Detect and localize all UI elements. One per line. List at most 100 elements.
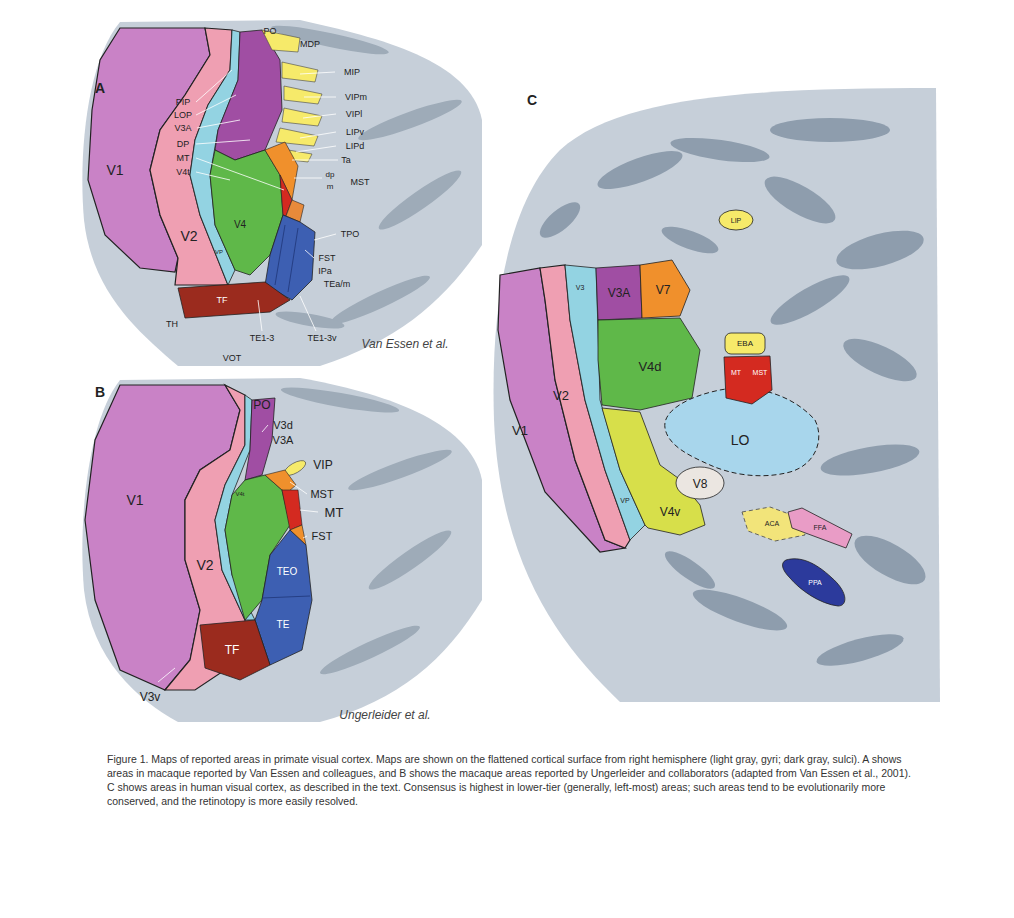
- area-label: V3A: [608, 287, 631, 299]
- area-label: VP: [620, 497, 629, 504]
- area-ppa: [783, 559, 845, 606]
- area-label: TF: [225, 644, 240, 656]
- area-label: V2: [196, 558, 213, 572]
- sulcus: [838, 330, 922, 389]
- area-v8: [676, 467, 724, 499]
- area-label: V7: [656, 284, 671, 296]
- area-label: FST: [319, 254, 336, 263]
- leader-line: [262, 425, 268, 432]
- area-label: V3v: [140, 691, 161, 703]
- area-label: VIPm: [345, 93, 367, 102]
- sulcus: [819, 439, 922, 482]
- leader-line: [300, 296, 316, 331]
- leader-line: [305, 250, 314, 258]
- sulci: [280, 383, 456, 681]
- area-label: V3A: [273, 435, 294, 446]
- area-label: V3: [576, 284, 585, 291]
- area-label: FFA: [814, 524, 827, 531]
- area-tf: [178, 282, 290, 318]
- area-label: MIP: [344, 68, 360, 77]
- sulcus: [765, 267, 855, 333]
- boundary: [262, 596, 310, 598]
- area-patch: [282, 108, 322, 126]
- area-label: TE: [277, 620, 290, 630]
- area-patch: [284, 86, 322, 104]
- leader-line: [300, 510, 318, 512]
- sulcus: [280, 383, 401, 418]
- leader-line: [303, 536, 307, 538]
- area-label: V4v: [660, 506, 681, 518]
- area-label: MT: [325, 506, 344, 519]
- leader-line: [196, 140, 250, 144]
- area-label: V3A: [174, 124, 191, 133]
- sulcus: [317, 620, 423, 681]
- area-label: FST: [312, 531, 333, 542]
- panel-letter: C: [527, 93, 537, 107]
- area-label: MST: [310, 489, 333, 500]
- figure-caption: Figure 1. Maps of reported areas in prim…: [107, 752, 919, 808]
- leader-line: [294, 178, 322, 179]
- area-label: MT: [177, 154, 190, 163]
- sulcus: [274, 308, 345, 332]
- area-label: TE1-3: [250, 334, 275, 343]
- area-label: TPO: [341, 230, 360, 239]
- sulcus: [814, 628, 907, 673]
- sulcus: [659, 221, 722, 258]
- area-label: VIP: [313, 459, 332, 471]
- area-mt-mst: [724, 356, 772, 404]
- area-label: MT: [731, 369, 741, 376]
- leader-lines: [196, 70, 338, 331]
- area-eba: [725, 333, 765, 354]
- area-label: LIPv: [346, 128, 364, 137]
- area-label: TEa/m: [324, 280, 351, 289]
- leader-line: [300, 72, 335, 74]
- area-patch: [282, 62, 318, 82]
- sulcus: [356, 94, 465, 147]
- area-boundaries: [275, 225, 298, 292]
- sulcus: [534, 196, 585, 243]
- panel-letter: B: [95, 385, 105, 399]
- area-label: EBA: [737, 340, 753, 348]
- area-label: LOP: [174, 111, 192, 120]
- boundary: [275, 225, 285, 285]
- sulcus: [594, 143, 687, 196]
- sulcus: [758, 168, 841, 232]
- area-label: Ta: [341, 156, 351, 165]
- area-label: PO: [263, 27, 276, 36]
- sulcus: [346, 444, 455, 497]
- leader-line: [196, 70, 232, 102]
- sulci: [534, 118, 932, 672]
- leader-line: [303, 114, 336, 118]
- area-label: V4t: [235, 491, 244, 497]
- leader-line: [296, 146, 336, 152]
- area-v3a: [245, 398, 275, 480]
- area-label: V8: [693, 478, 708, 490]
- parietal-areas: [262, 30, 322, 162]
- sulcus: [660, 545, 719, 594]
- area-v7: [640, 260, 690, 318]
- area-label: ACA: [765, 520, 779, 527]
- area-label: LO: [731, 433, 750, 447]
- leader-line: [158, 668, 175, 682]
- leader-lines: [158, 425, 318, 682]
- leader-line: [197, 120, 240, 128]
- area-label: V4: [234, 220, 246, 230]
- area-label: LIPd: [346, 142, 365, 151]
- sulcus: [364, 524, 456, 596]
- area-label: MST: [753, 369, 768, 376]
- area-tf: [200, 620, 270, 680]
- area-label: LIP: [731, 217, 742, 224]
- leader-line: [304, 97, 336, 98]
- leader-line: [196, 172, 230, 180]
- area-label: PO: [253, 399, 270, 411]
- area-label: VIPl: [346, 110, 363, 119]
- area-label: VP: [215, 249, 223, 255]
- cortex-ground: [494, 88, 940, 702]
- sulcus: [832, 223, 927, 277]
- credit-note: Van Essen et al.: [362, 338, 449, 350]
- area-mt: [282, 490, 302, 530]
- leader-line: [300, 132, 336, 138]
- area-label: TH: [166, 320, 178, 329]
